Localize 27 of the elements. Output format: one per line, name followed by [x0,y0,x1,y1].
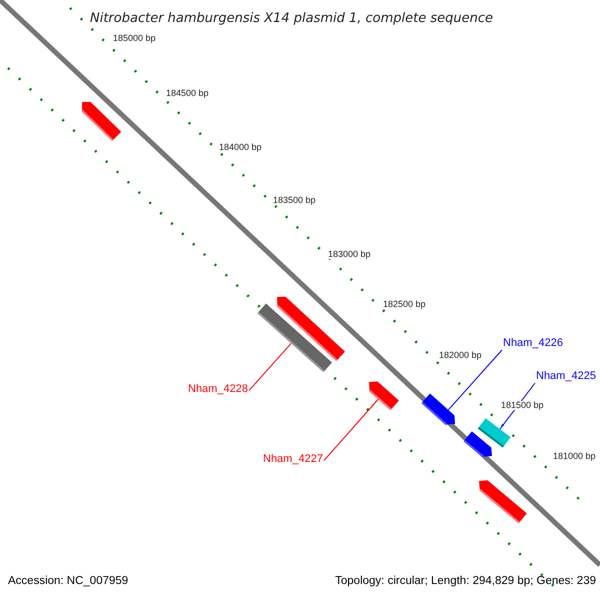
tick-label: 183000 bp [327,250,372,259]
gene-bar [478,418,511,448]
leader-line [448,350,502,410]
title: Nitrobacter hamburgensis X14 plasmid 1, complete sequence [90,12,494,25]
tick-label: 183500 bp [272,196,317,205]
footer-text: Accession: NC_007959 [8,576,128,588]
gene-label: Nham_4228 [188,384,248,395]
leader-line [323,398,380,462]
gene-bar [464,431,492,458]
gene-label: Nham_4226 [503,338,563,349]
tick-label: 184500 bp [165,89,210,98]
footer-text: Topology: circular; Length: 294,829 bp; Genes: 239 [335,576,596,588]
tick-label: 181500 bp [500,401,545,410]
tick-label: 182500 bp [382,300,427,309]
gene-bar [81,102,122,142]
gene-label: Nham_4227 [263,454,323,465]
gene-label: Nham_4225 [536,371,596,382]
tick-label: 184000 bp [218,143,263,152]
tick-label: 181000 bp [552,452,597,461]
gene-bar [479,480,527,524]
leader-line [248,342,292,392]
tick-label: 185000 bp [112,34,157,43]
gene-bar [368,381,399,410]
gene-bar [257,304,332,372]
gene-bar [276,296,346,362]
gene-bar [421,394,455,426]
tick-label: 182000 bp [438,351,483,360]
